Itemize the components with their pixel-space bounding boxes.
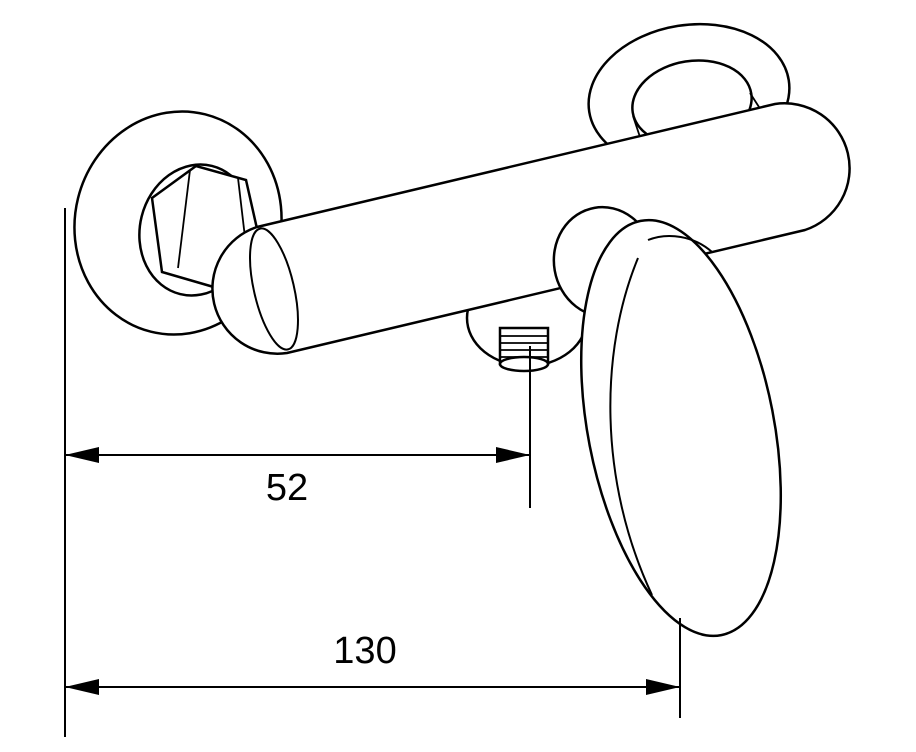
dim-130-arrow-left	[65, 679, 99, 695]
shower-outlet	[498, 326, 550, 373]
dim-52-arrow-right	[496, 447, 530, 463]
dimension-label-130: 130	[333, 630, 396, 672]
dimension-label-52: 52	[266, 467, 308, 509]
dim-52-arrow-left	[65, 447, 99, 463]
dim-130-arrow-right	[646, 679, 680, 695]
dimension-130: 130	[65, 618, 681, 718]
dimension-52: 52	[64, 208, 531, 737]
mixer-body	[211, 102, 851, 355]
lever-handle	[579, 218, 783, 638]
